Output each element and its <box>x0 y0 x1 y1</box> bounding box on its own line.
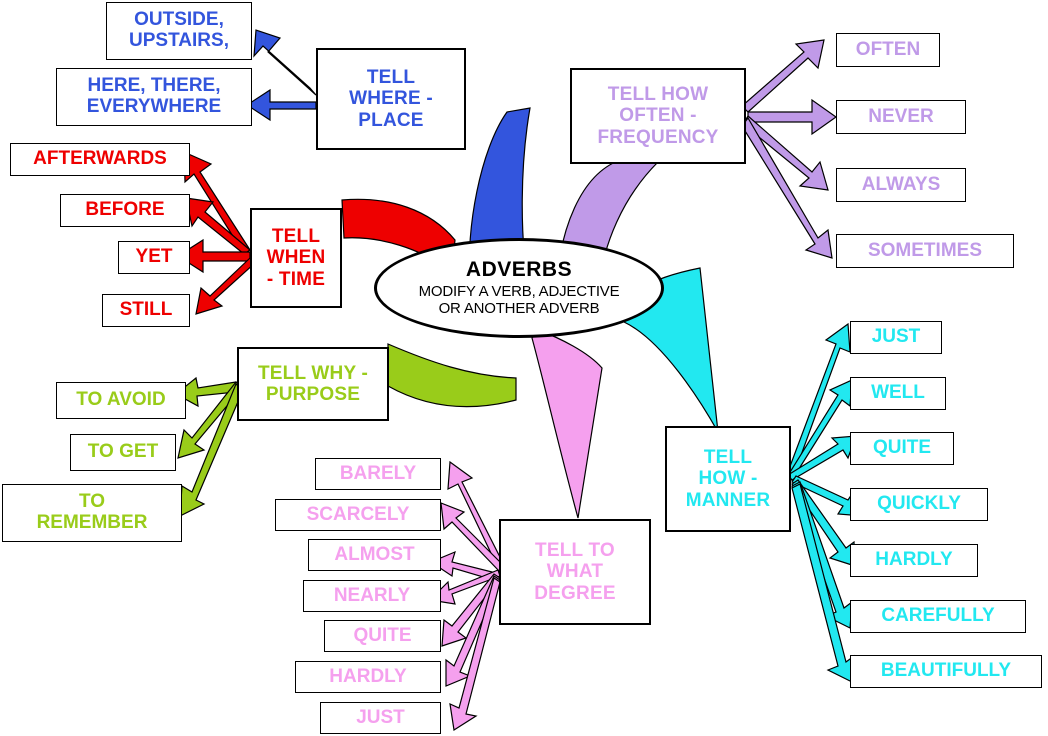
leaf-manner-0[interactable]: JUST <box>850 321 942 354</box>
center-subtitle: MODIFY A VERB, ADJECTIVE OR ANOTHER ADVE… <box>418 283 620 317</box>
leaf-frequency-2[interactable]: ALWAYS <box>836 168 966 202</box>
leaf-purpose-0[interactable]: TO AVOID <box>56 382 186 419</box>
leaf-degree-3[interactable]: NEARLY <box>303 580 441 612</box>
leaf-manner-6[interactable]: BEAUTIFULLY <box>850 655 1042 688</box>
leaf-frequency-3[interactable]: SOMETIMES <box>836 234 1014 268</box>
branch-box-place[interactable]: TELL WHERE - PLACE <box>316 48 466 150</box>
center-title: ADVERBS <box>465 258 573 282</box>
leaf-degree-2[interactable]: ALMOST <box>308 539 441 571</box>
arrows-time <box>176 151 256 315</box>
leaf-time-0[interactable]: AFTERWARDS <box>10 143 190 176</box>
arrows-degree <box>428 460 507 731</box>
leaf-manner-2[interactable]: QUITE <box>850 432 954 465</box>
leaf-manner-4[interactable]: HARDLY <box>850 544 978 577</box>
leaf-purpose-2[interactable]: TO REMEMBER <box>2 484 182 542</box>
leaf-degree-6[interactable]: JUST <box>320 702 441 734</box>
arrows-purpose <box>174 376 244 518</box>
branch-box-frequency[interactable]: TELL HOW OFTEN - FREQUENCY <box>570 68 746 164</box>
leaf-place-1[interactable]: HERE, THERE, EVERYWHERE <box>56 68 252 126</box>
leaf-manner-3[interactable]: QUICKLY <box>850 488 988 521</box>
leaf-degree-0[interactable]: BARELY <box>315 458 441 490</box>
branch-box-purpose[interactable]: TELL WHY - PURPOSE <box>237 347 389 421</box>
arrows-frequency <box>741 39 838 259</box>
leaf-degree-5[interactable]: HARDLY <box>295 661 441 693</box>
branch-box-manner[interactable]: TELL HOW - MANNER <box>665 426 791 532</box>
leaf-manner-5[interactable]: CAREFULLY <box>850 600 1026 633</box>
leaf-frequency-0[interactable]: OFTEN <box>836 33 940 67</box>
arrows-place <box>245 29 317 122</box>
leaf-time-3[interactable]: STILL <box>102 294 190 327</box>
leaf-frequency-1[interactable]: NEVER <box>836 100 966 134</box>
branch-box-time[interactable]: TELL WHEN - TIME <box>250 208 342 308</box>
leaf-degree-4[interactable]: QUITE <box>324 620 441 652</box>
leaf-place-0[interactable]: OUTSIDE, UPSTAIRS, <box>106 2 252 60</box>
leaf-degree-1[interactable]: SCARCELY <box>275 499 441 531</box>
branch-box-degree[interactable]: TELL TO WHAT DEGREE <box>499 519 651 625</box>
leaf-time-1[interactable]: BEFORE <box>60 194 190 227</box>
center-node[interactable]: ADVERBS MODIFY A VERB, ADJECTIVE OR ANOT… <box>374 238 664 338</box>
petal-purpose <box>387 343 517 408</box>
leaf-time-2[interactable]: YET <box>118 241 190 274</box>
leaf-purpose-1[interactable]: TO GET <box>70 434 176 471</box>
leaf-manner-1[interactable]: WELL <box>850 377 946 410</box>
petal-degree <box>531 329 603 519</box>
